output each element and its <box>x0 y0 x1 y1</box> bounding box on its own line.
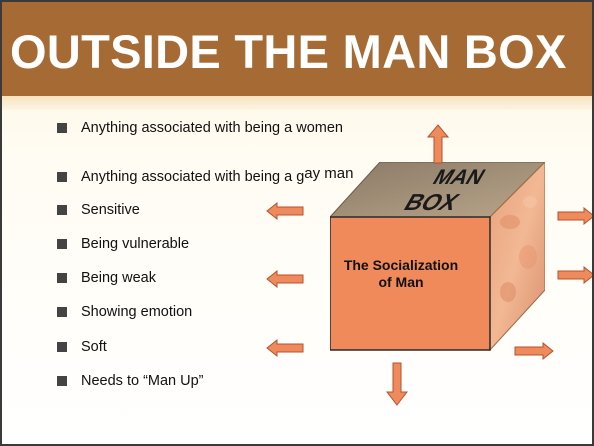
bullet-item: Showing emotion <box>57 304 192 320</box>
arrow-left-icon <box>266 339 304 357</box>
bullet-item: Being vulnerable <box>57 236 189 252</box>
title-bar: OUTSIDE THE MAN BOX <box>2 2 592 96</box>
bullet-item: Soft <box>57 339 107 355</box>
bullet-item: Sensitive <box>57 202 140 218</box>
bullet-gay-suffix: ay man <box>304 165 354 182</box>
bullet-square-icon <box>57 171 67 182</box>
cube-top-text-box: BOX <box>399 191 464 216</box>
slide-title: OUTSIDE THE MAN BOX <box>10 25 567 78</box>
arrow-down-icon <box>386 362 408 406</box>
cube-front-face <box>330 216 491 351</box>
bullet-item: Needs to “Man Up” <box>57 373 204 389</box>
arrow-up-icon <box>427 124 449 164</box>
bullet-square-icon <box>57 239 67 249</box>
cube-label: The Socialization of Man <box>343 257 459 290</box>
cube-top-text: MAN BOX <box>399 165 491 216</box>
cube-graphic <box>330 162 545 352</box>
arrow-right-icon <box>557 207 592 225</box>
bullet-square-icon <box>57 205 67 215</box>
arrow-left-icon <box>266 202 304 220</box>
bullet-square-icon <box>57 273 67 283</box>
man-box-cube <box>330 162 545 362</box>
arrow-right-icon <box>557 266 592 284</box>
title-separator <box>2 96 592 110</box>
bullet-square-icon <box>57 376 67 386</box>
bullet-item: Anything associated with being a women <box>57 120 343 136</box>
bullet-item: Being weak <box>57 270 156 286</box>
bullet-square-icon <box>57 307 67 317</box>
bullet-square-icon <box>57 342 67 352</box>
cube-top-text-man: MAN <box>429 165 491 189</box>
arrow-left-icon <box>266 270 304 288</box>
bullet-square-icon <box>57 123 67 133</box>
arrow-right-icon <box>514 342 554 360</box>
